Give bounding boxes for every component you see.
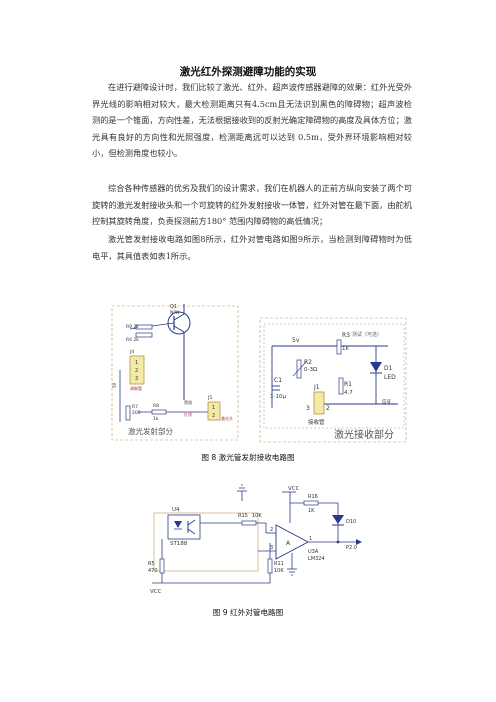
r11-label: R11	[274, 561, 284, 567]
r11-value: 10K	[274, 568, 284, 574]
j5-pin-1: 1	[212, 405, 215, 411]
figure-9-circuit: VCC R16 1K D10 U4 ST188 R15 10K R5 470 R	[148, 484, 362, 595]
vcc-top-label: VCC	[288, 486, 300, 492]
opamp-pin-1: 1	[309, 536, 312, 542]
receiver-connector-name: 接收管	[308, 418, 325, 426]
signal-label: 信号	[382, 398, 391, 405]
r5-label: R5	[148, 561, 155, 567]
output-p20-label: P2.0	[346, 545, 357, 551]
supply-5v-rail-label: 5v	[292, 337, 300, 344]
st188-label: ST188	[170, 541, 188, 547]
test-optional-note: 测试（可选）	[352, 331, 382, 338]
r8-label: R8	[153, 403, 159, 409]
j4-label: J4	[129, 349, 134, 355]
r3-value: 1k	[342, 346, 349, 352]
emitter-section-label: 激光发射部分	[128, 426, 173, 436]
u3a-label: U3A	[308, 549, 319, 555]
r2-value: 0-3Ω	[304, 367, 317, 373]
c1-label: C1	[274, 377, 282, 384]
r8-value: 1k	[153, 416, 159, 422]
led-label: LED	[384, 374, 396, 381]
figure-8-caption: 图 8 激光管发射接收电路图	[201, 453, 295, 462]
r16-label: R16	[308, 494, 318, 500]
black-wire-label: 黑线	[184, 399, 192, 405]
r16-value: 1K	[308, 508, 315, 514]
paragraph-1: 在进行避障设计时，我们比较了激光、红外、超声波传感器避障的效果：红外光受外界光线…	[92, 82, 412, 158]
r15-value: 10K	[252, 513, 262, 519]
laser-emitter-panel: Q1 NPN R9 2k R4 2k J4 1 2 3 调制管 5V R7 20…	[111, 304, 239, 441]
laser-head-label: 激光头	[221, 415, 233, 421]
d10-label: D10	[346, 519, 356, 525]
opamp-pin-3: 3	[270, 545, 273, 551]
r5-value: 470	[148, 568, 158, 574]
r2-label: R2	[304, 359, 312, 366]
opamp-label: A	[286, 540, 291, 547]
j4-pin-3: 3	[135, 376, 138, 382]
j1-label: J1	[313, 384, 320, 391]
j4-pin-1: 1	[135, 360, 138, 366]
c1-value: 1-10μ	[270, 394, 286, 400]
j5-pin-2: 2	[212, 413, 215, 419]
j5-label: J5	[207, 395, 212, 401]
j4-pin-2: 2	[135, 368, 138, 374]
u4-label: U4	[172, 507, 180, 513]
q1-label: Q1	[170, 304, 177, 310]
paragraph-2: 综合各种传感器的优劣及我们的设计需求，我们在机器人的正前方纵向安装了两个可旋转的…	[92, 183, 412, 226]
r9-label: R9 2k	[126, 324, 139, 330]
r1-value: 4.7	[344, 390, 353, 396]
r1-label: R1	[344, 381, 352, 388]
figure-8-circuit: Q1 NPN R9 2k R4 2k J4 1 2 3 调制管 5V R7 20…	[111, 304, 407, 443]
figure-9-caption: 图 9 红外对管电路图	[212, 608, 284, 617]
paragraph-3: 激光管发射接收电路如图8所示，红外对管电路如图9所示，当检测到障碍物时为低电平，…	[92, 234, 412, 261]
vcc-bottom-label: VCC	[150, 589, 162, 595]
receiver-section-label: 激光接收部分	[334, 428, 394, 441]
r7-value: 200	[132, 410, 141, 416]
opamp-pin-2: 2	[270, 527, 273, 533]
j4-connector-name: 调制管	[130, 385, 142, 391]
supply-5v-label: 5V	[112, 382, 117, 388]
j1-pin-2: 2	[326, 405, 330, 412]
r7-label: R7	[132, 404, 138, 410]
laser-receiver-panel: 5v R3 1k 测试（可选） R2 0-3Ω C1 1-10μ J1 3 2 …	[259, 317, 407, 443]
j1-pin-3: 3	[306, 405, 310, 412]
r15-label: R15	[238, 513, 248, 519]
r3-label: R3	[342, 332, 350, 339]
r4-label: R4 2k	[126, 337, 139, 343]
page-title: 激光红外探测避障功能的实现	[179, 66, 317, 78]
q1-type: NPN	[170, 310, 179, 316]
lm324-label: LM324	[308, 556, 325, 562]
red-wire-label: 红线	[184, 411, 192, 417]
d1-label: D1	[384, 365, 393, 372]
